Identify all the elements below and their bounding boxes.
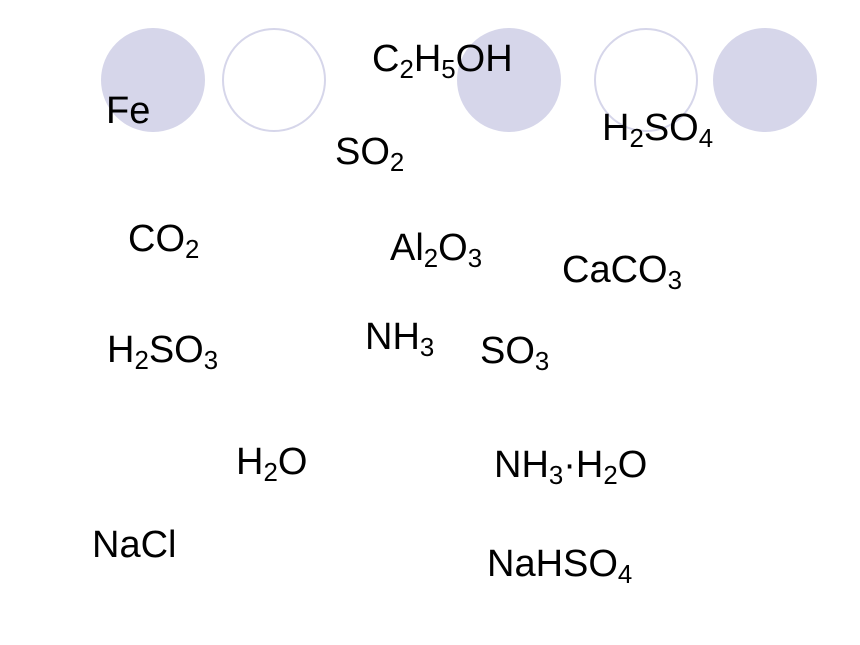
decorative-circle-2 [222,28,326,132]
decorative-circle-4 [594,28,698,132]
formula-nacl: NaCl [92,524,177,566]
formula-nh3-h2o: NH3·H2O [494,444,648,491]
formula-fe: Fe [106,90,151,132]
formula-so3: SO3 [480,330,550,377]
decorative-circle-1 [101,28,205,132]
formula-c2h5oh: C2H5OH [372,38,513,85]
formula-caco3: CaCO3 [562,249,682,296]
decorative-circle-5 [713,28,817,132]
formula-h2so3: H2SO3 [107,329,219,376]
formula-nh3: NH3 [365,316,435,363]
formula-h2o: H2O [236,441,308,488]
formula-al2o3: Al2O3 [390,227,483,274]
formula-nahso4: NaHSO4 [487,543,633,590]
formula-co2: CO2 [128,218,200,265]
formula-h2so4: H2SO4 [602,107,714,154]
decorative-circle-3 [457,28,561,132]
formula-so2: SO2 [335,131,405,178]
